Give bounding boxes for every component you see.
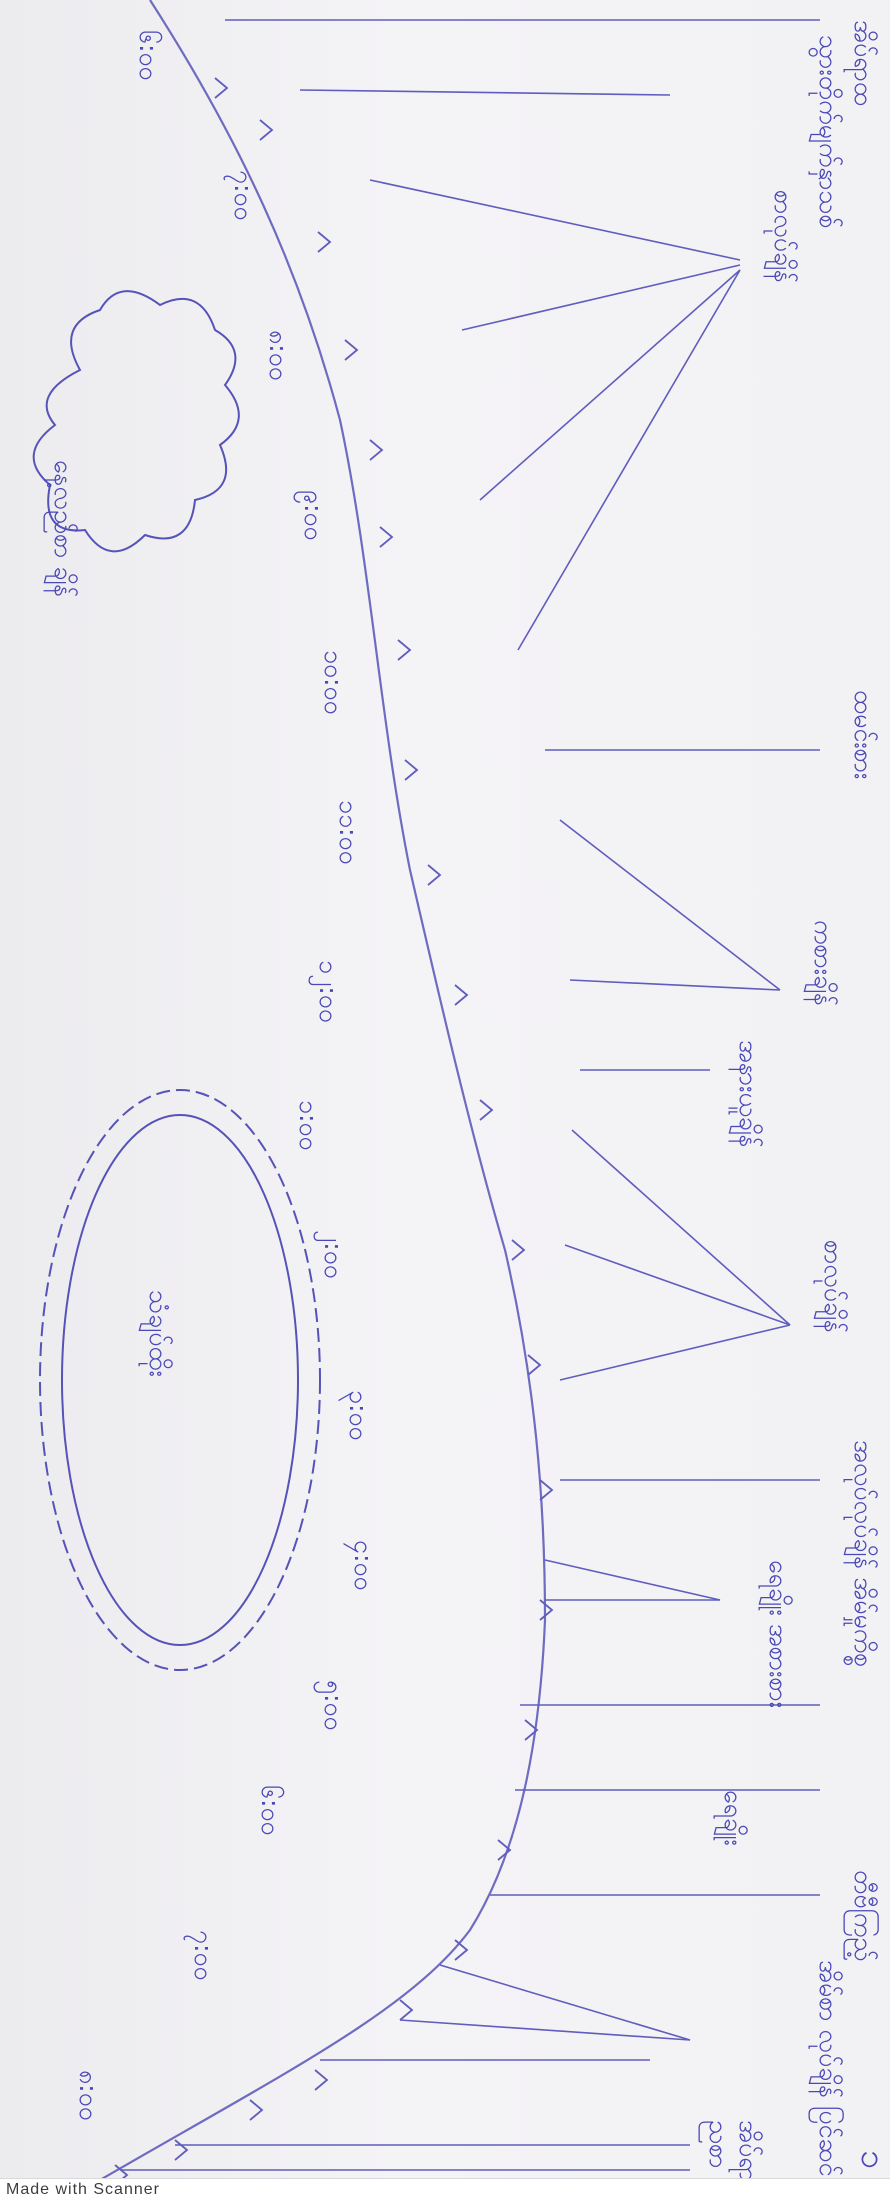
label-wake-up: အိပ်ရာထ <box>844 20 878 106</box>
time-labels: ၆:၀၀ ၇:၀၀ ၈:၀၀ ၉:၀၀ ၁၀:၀၀ ၁၁:၀၀ ၁၂:၀၀ ၁:… <box>74 30 378 2121</box>
label-lunch: ထမင်းစား <box>849 690 878 779</box>
label-study-top: စာလုပ်ချိန် <box>764 190 798 283</box>
label-homework: အိမ်စာ လုပ်ချိန် ပြင်ဆင် <box>809 1960 844 2176</box>
time-label: ၇:၀၀ <box>184 1930 218 1981</box>
scanner-watermark: Made with Scanner <box>6 2181 160 2198</box>
label-rest: အနားယူချိန် <box>729 1040 763 1148</box>
activity-labels: အိပ်ရာထ သွားတိုက်မျက်နှာသစ် စာလုပ်ချိန် … <box>699 20 890 2180</box>
tick-marks <box>114 77 554 2180</box>
cloud-text-2: သံချပ်ထိုး <box>139 1290 173 1377</box>
label-evening: အလုပ်လုပ်ချိန် အိမ်မှုကိစ္စ <box>844 1440 878 1667</box>
time-label: ၈:၀၀ <box>74 2070 103 2121</box>
cloud-note-1: နေ့လည်စာ ချိန် <box>32 290 240 597</box>
time-label: ၆:၀၀ <box>134 30 163 81</box>
label-shower-eat: ရေချိုး အစားစား <box>758 1560 793 1708</box>
time-label: ၁၂:၀၀ <box>309 960 343 1023</box>
page-number: ၁ <box>853 2150 890 2169</box>
connector-lines <box>120 19 820 2171</box>
time-label: ၅:၀၀ <box>314 1680 348 1731</box>
label-dinner: ညစာ <box>699 2120 733 2169</box>
label-study-mid: စာလုပ်ချိန် <box>814 1240 848 1333</box>
time-label: ၄:၀၀ <box>344 1540 378 1591</box>
time-label: ၂:၀၀ <box>314 1230 348 1279</box>
time-label: ၁၁:၀၀ <box>334 800 363 865</box>
scanner-footer: Made with Scanner <box>0 2178 890 2201</box>
label-bath: ရေချိုး <box>713 1790 748 1846</box>
cloud-note-2: သံချပ်ထိုး <box>39 1089 321 1671</box>
time-label: ၈:၀၀ <box>264 330 293 381</box>
label-wash-face: သွားတိုက်မျက်နှာသစ် <box>808 35 843 229</box>
label-sleep: အိပ်ရာ <box>729 2120 763 2180</box>
time-label: ၁၀:၀၀ <box>319 650 348 715</box>
label-tv: တီဗီကြည့် <box>844 1870 879 1961</box>
timeline-curve <box>99 0 547 2180</box>
cloud-text-1: နေ့လည်စာ ချိန် <box>44 460 78 597</box>
time-label: ၁:၀၀ <box>294 1100 323 1151</box>
time-label: ၉:၀၀ <box>294 490 328 541</box>
time-label: ၇:၀၀ <box>224 170 258 221</box>
time-label: ၃:၀၀ <box>339 1390 373 1441</box>
time-label: ၆:၀၀ <box>256 1785 285 1836</box>
label-play: ကစားချိန် <box>804 920 838 1006</box>
